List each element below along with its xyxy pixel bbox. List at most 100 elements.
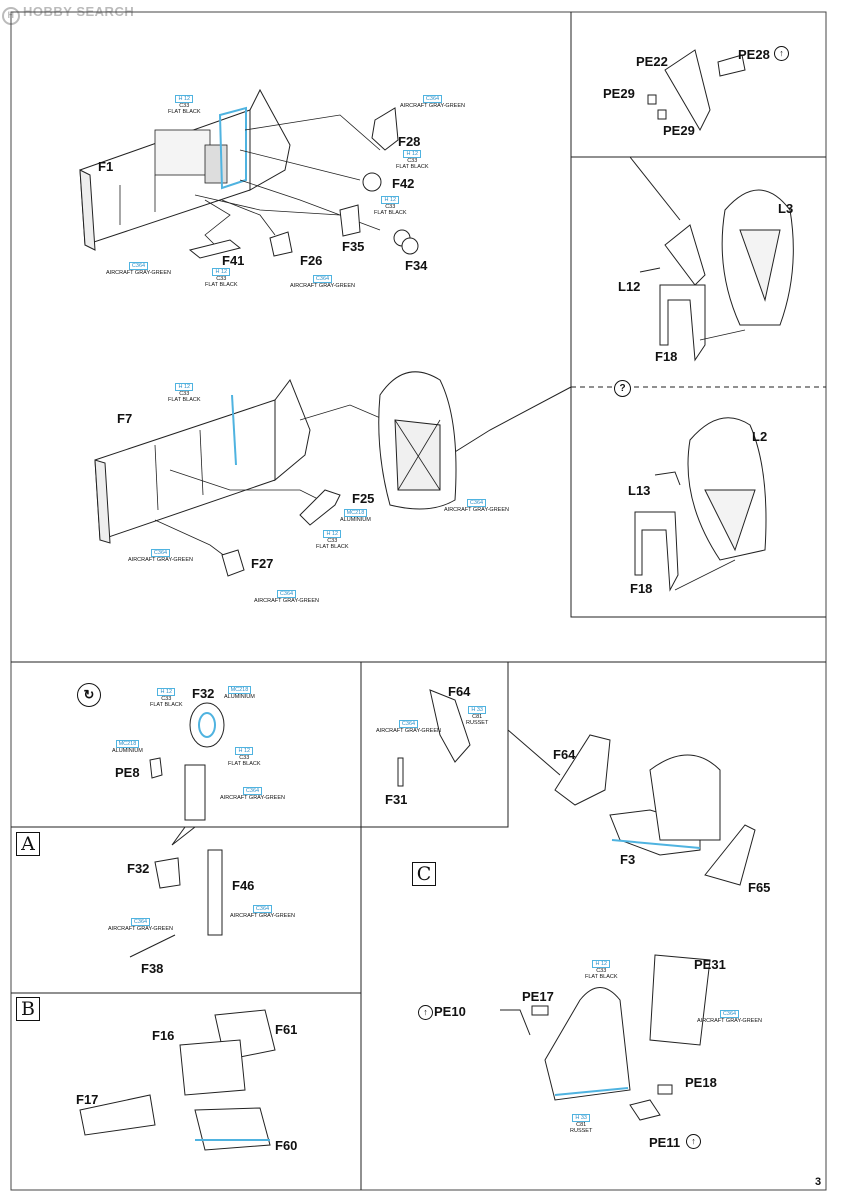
arrow-up-circle-icon: ↑	[774, 46, 789, 61]
part-label-pe18: PE18	[685, 1075, 717, 1090]
paint-code: H 33	[468, 706, 486, 714]
f1-leader-f35	[194, 194, 341, 216]
l12-rod	[639, 267, 661, 273]
l2-part	[687, 417, 767, 561]
f1-box	[204, 144, 228, 184]
bulkhead-brace-1	[394, 419, 441, 491]
f18b-part	[634, 511, 679, 592]
paint-code: C364	[719, 1010, 740, 1018]
paint-code: C364	[276, 590, 297, 598]
paint-code-2: C33	[327, 538, 338, 544]
paint-name: RUSSET	[466, 720, 489, 726]
part-label-pe28: PE28	[738, 47, 770, 62]
f1-wing	[249, 88, 291, 191]
f3-seat-back	[649, 754, 721, 841]
f7-leader-f25	[169, 469, 321, 501]
seat-highlight	[554, 1087, 629, 1096]
part-label-f46: F46	[232, 878, 255, 893]
inset-l2-assembly	[634, 417, 767, 592]
paint-code: C364	[252, 905, 273, 913]
part-label-pe11: PE11	[649, 1135, 681, 1150]
pe29-part-a	[647, 94, 657, 105]
paint-code: C364	[242, 787, 263, 795]
seat-assembly-upper	[554, 734, 756, 886]
f1-leader-f42	[239, 149, 361, 181]
part-label-pe10: PE10	[434, 1004, 466, 1019]
part-label-f1: F1	[98, 159, 114, 174]
f1-leader-f26	[221, 199, 276, 236]
part-label-f35: F35	[342, 239, 365, 254]
step-b-marker: B	[16, 997, 40, 1021]
paint-code-2: C33	[407, 158, 418, 164]
f1-leader-f41	[204, 199, 231, 246]
page-number: 3	[815, 1176, 822, 1188]
paint-name: ALUMINIUM	[224, 694, 255, 700]
f7-assembly	[94, 378, 311, 544]
bulkhead-brace-2	[397, 419, 441, 491]
part-label-f32-b: F32	[127, 861, 150, 876]
question-circle-icon: ?	[614, 380, 631, 397]
paint-code: MC218	[343, 509, 368, 517]
part-label-f41: F41	[222, 253, 245, 268]
arrow-up-circle-icon: ↑	[418, 1005, 433, 1020]
f7-leader-bulkhead	[299, 404, 386, 421]
f64a-part	[429, 689, 471, 763]
paint-name: AIRCRAFT GRAY-GREEN	[290, 283, 355, 289]
part-label-f7: F7	[117, 411, 133, 426]
part-label-l13: L13	[628, 483, 651, 498]
l2-leader	[674, 559, 736, 591]
f32-post	[184, 764, 206, 821]
paint-name: ALUMINIUM	[112, 748, 143, 754]
part-label-f61: F61	[275, 1022, 298, 1037]
l13-part	[654, 471, 681, 486]
callout-line-bulkhead	[449, 386, 572, 456]
part-label-f34: F34	[405, 258, 428, 273]
paint-code: C364	[130, 918, 151, 926]
paint-code-2: C33	[216, 276, 227, 282]
f1-highlight	[218, 106, 247, 190]
f16-part	[179, 1039, 246, 1096]
paint-code: MC218	[227, 686, 252, 694]
pe22-part	[664, 49, 711, 132]
f38-part	[129, 934, 176, 958]
pe10-part	[500, 1009, 531, 1036]
f7-rib-1	[154, 444, 159, 511]
paint-code-2: C81	[576, 1122, 587, 1128]
part-label-f16: F16	[152, 1028, 175, 1043]
pe17-part	[531, 1005, 549, 1016]
bulkhead-assembly	[378, 371, 457, 510]
f1-leader-f28	[244, 114, 381, 151]
callout-line-f64	[507, 729, 561, 776]
pe31-part	[649, 954, 711, 1046]
paint-code: H 12	[175, 95, 194, 103]
paint-code: C364	[466, 499, 487, 507]
part-label-f65: F65	[748, 880, 771, 895]
paint-name: RUSSET	[570, 1128, 593, 1134]
f1-assembly	[79, 88, 291, 251]
part-label-f26: F26	[300, 253, 323, 268]
part-label-f27: F27	[251, 556, 274, 571]
seat-frame	[544, 987, 631, 1101]
l12-part	[664, 224, 706, 286]
part-label-pe17: PE17	[522, 989, 554, 1004]
paint-name: FLAT BLACK	[228, 761, 261, 767]
pe28-part	[717, 54, 746, 77]
paint-code: H 33	[572, 1114, 590, 1122]
step-a-assembly	[129, 849, 223, 958]
paint-name: FLAT BLACK	[316, 544, 349, 550]
